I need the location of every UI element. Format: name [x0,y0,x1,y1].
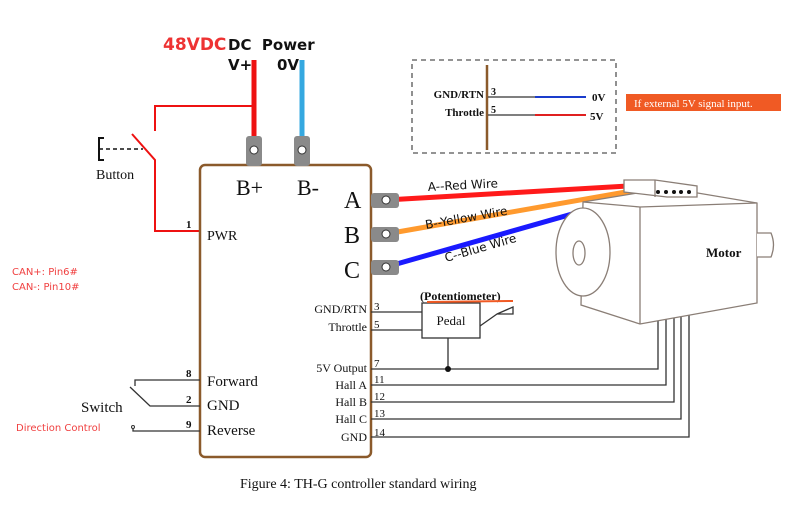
pin-3-number: 3 [374,301,380,313]
external-signal-note-bg [626,94,781,111]
wire-a-label: A--Red Wire [427,176,498,194]
yellow-wire [385,187,638,237]
red-wire [385,183,629,203]
gnd-right-label: GND [341,430,367,444]
can-minus-note: CAN-: Pin10# [12,282,80,293]
pin-12-number: 12 [374,391,385,403]
pin-1-number: 1 [186,219,192,231]
potentiometer-label: (Potentiometer) [420,289,501,303]
motor-hall-connector [656,190,691,194]
pedal-wiring [371,306,514,369]
b-plus-label: B+ [236,175,263,200]
button-icon [98,137,143,161]
terminal-b-plus[interactable] [246,136,262,166]
hall-c-label: Hall C [335,412,367,426]
button-feed-wire [154,105,254,131]
inset-pin-5: 5 [491,105,496,116]
external-signal-note: If external 5V signal input. [634,98,753,110]
inset-pin-3: 3 [491,87,496,98]
figure-caption: Figure 4: TH-G controller standard wirin… [240,477,477,492]
pin-13-number: 13 [374,408,386,420]
phase-c-label: C [344,258,360,284]
pin-7-number: 7 [374,358,380,370]
pwr-label: PWR [207,229,238,244]
terminal-c[interactable] [371,260,399,275]
hall-a-label: Hall A [335,378,367,392]
terminal-b[interactable] [371,227,399,242]
forward-label: Forward [207,374,258,390]
wire-b-label: B--Yellow Wire [424,204,508,232]
external-signal-inset [411,59,617,154]
motor-label: Motor [706,245,742,260]
button-label: Button [96,168,134,183]
gnd-left-label: GND [207,398,240,414]
pin-14-number: 14 [374,427,386,439]
pedal-box[interactable] [421,302,481,339]
direction-control-note: Direction Control [16,423,101,434]
junction-dot [445,366,451,372]
wire-c-label: C--Blue Wire [443,231,518,265]
5v-output-label: 5V Output [316,361,367,375]
pin-11-number: 11 [374,374,385,386]
power-title: DC Power [228,36,315,54]
can-plus-note: CAN+: Pin6# [12,267,78,278]
b-minus-label: B- [297,175,319,200]
gnd-rtn-label: GND/RTN [314,302,367,316]
hall-b-label: Hall B [335,395,367,409]
pedal-label: Pedal [437,313,466,328]
inset-0v-label: 0V [592,92,606,104]
phase-a-label: A [344,188,362,214]
throttle-label: Throttle [328,320,367,334]
motor-icon [555,179,775,325]
inset-throttle-label: Throttle [445,107,484,119]
pin-8-number: 8 [186,368,192,380]
reverse-label: Reverse [207,423,256,439]
terminal-a[interactable] [371,193,399,208]
positive-label: V+ [228,56,252,74]
pin-2-number: 2 [186,394,192,406]
phase-b-label: B [344,223,360,249]
voltage-label: 48VDC [163,35,226,55]
controller-box [198,163,373,459]
potentiometer-underline [426,300,514,303]
direction-switch-icon[interactable] [129,379,200,432]
pwr-wire [131,133,200,232]
inset-gnd-rtn-label: GND/RTN [434,89,484,101]
switch-label: Switch [81,400,123,416]
terminal-b-minus[interactable] [294,136,310,166]
negative-label: 0V [277,56,299,74]
inset-5v-label: 5V [590,111,604,123]
pin-9-number: 9 [186,419,192,431]
pin-5-number: 5 [374,319,380,331]
